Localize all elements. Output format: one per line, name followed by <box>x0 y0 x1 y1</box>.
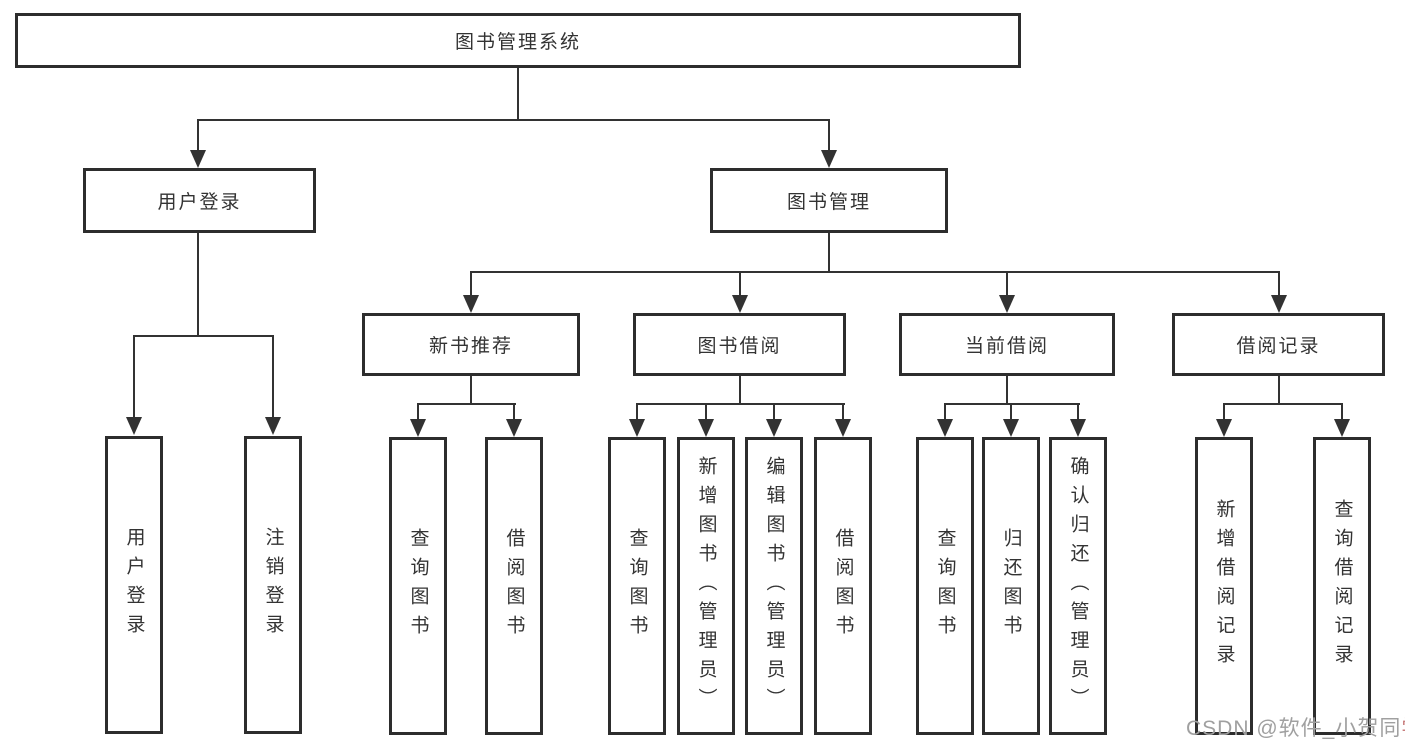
connector-vline <box>1077 403 1079 421</box>
node-new-book-recommend: 新书推荐 <box>362 313 580 376</box>
node-borrow-records: 借阅记录 <box>1172 313 1385 376</box>
connector-hline <box>636 403 845 405</box>
arrowhead-down-icon <box>1334 419 1350 437</box>
leaf-rec-add-record-label: 新增借阅记录 <box>1213 499 1235 673</box>
connector-vline <box>705 403 707 421</box>
node-user-login: 用户登录 <box>83 168 316 233</box>
connector-vline <box>1006 271 1008 297</box>
connector-vline <box>636 403 638 421</box>
leaf-rec-query-record-label: 查询借阅记录 <box>1331 499 1353 673</box>
arrowhead-down-icon <box>1070 419 1086 437</box>
leaf-nbr-borrow-books-label: 借阅图书 <box>503 528 525 644</box>
connector-hline <box>1223 403 1343 405</box>
node-book-borrow-label: 图书借阅 <box>697 336 782 357</box>
watermark: CSDN @软件_小贺同学 <box>1186 712 1405 742</box>
connector-vline <box>739 376 741 405</box>
connector-vline <box>1278 271 1280 297</box>
connector-vline <box>828 233 830 273</box>
arrowhead-down-icon <box>629 419 645 437</box>
arrowhead-down-icon <box>265 417 281 435</box>
node-user-login-label: 用户登录 <box>157 192 242 213</box>
connector-hline <box>417 403 516 405</box>
leaf-rec-query-record: 查询借阅记录 <box>1313 437 1371 735</box>
connector-vline <box>517 68 519 120</box>
leaf-rec-add-record: 新增借阅记录 <box>1195 437 1253 735</box>
node-book-management-label: 图书管理 <box>786 192 871 213</box>
arrowhead-down-icon <box>1271 295 1287 313</box>
watermark-text: CSDN @软件_小贺同 <box>1186 717 1402 740</box>
arrowhead-down-icon <box>999 295 1015 313</box>
leaf-bb-borrow-books-label: 借阅图书 <box>832 528 854 644</box>
arrowhead-down-icon <box>463 295 479 313</box>
connector-vline <box>739 271 741 297</box>
leaf-logout: 注销登录 <box>244 436 302 734</box>
connector-vline <box>470 376 472 405</box>
node-current-borrow: 当前借阅 <box>899 313 1115 376</box>
connector-vline <box>513 403 515 421</box>
connector-vline <box>133 335 135 420</box>
arrowhead-down-icon <box>766 419 782 437</box>
leaf-bb-edit-books-admin: 编辑图书（管理员） <box>745 437 803 735</box>
leaf-cb-return-books: 归还图书 <box>982 437 1040 735</box>
leaf-nbr-query-books-label: 查询图书 <box>407 528 429 644</box>
connector-vline <box>828 119 830 152</box>
leaf-nbr-query-books: 查询图书 <box>389 437 447 735</box>
arrowhead-down-icon <box>835 419 851 437</box>
leaf-bb-borrow-books: 借阅图书 <box>814 437 872 735</box>
connector-vline <box>944 403 946 421</box>
leaf-bb-query-books-label: 查询图书 <box>626 528 648 644</box>
node-new-book-recommend-label: 新书推荐 <box>428 336 513 357</box>
leaf-bb-add-books-admin-label: 新增图书（管理员） <box>695 455 717 717</box>
connector-vline <box>1278 376 1280 405</box>
leaf-logout-label: 注销登录 <box>262 527 284 643</box>
arrowhead-down-icon <box>506 419 522 437</box>
node-root: 图书管理系统 <box>15 13 1021 68</box>
node-book-borrow: 图书借阅 <box>633 313 846 376</box>
connector-vline <box>773 403 775 421</box>
connector-vline <box>1006 376 1008 405</box>
leaf-cb-confirm-return-admin: 确认归还（管理员） <box>1049 437 1107 735</box>
leaf-user-login: 用户登录 <box>105 436 163 734</box>
leaf-bb-query-books: 查询图书 <box>608 437 666 735</box>
arrowhead-down-icon <box>126 417 142 435</box>
connector-vline <box>272 335 274 420</box>
arrowhead-down-icon <box>1003 419 1019 437</box>
leaf-cb-query-books-label: 查询图书 <box>934 528 956 644</box>
leaf-bb-add-books-admin: 新增图书（管理员） <box>677 437 735 735</box>
connector-hline <box>197 119 829 121</box>
arrowhead-down-icon <box>698 419 714 437</box>
leaf-bb-edit-books-admin-label: 编辑图书（管理员） <box>763 455 785 717</box>
node-borrow-records-label: 借阅记录 <box>1236 336 1321 357</box>
node-current-borrow-label: 当前借阅 <box>964 336 1049 357</box>
watermark-accent: 学 <box>1401 717 1405 740</box>
leaf-cb-confirm-return-admin-label: 确认归还（管理员） <box>1067 455 1089 717</box>
leaf-cb-query-books: 查询图书 <box>916 437 974 735</box>
node-root-label: 图书管理系统 <box>454 32 581 53</box>
connector-vline <box>1223 403 1225 421</box>
leaf-nbr-borrow-books: 借阅图书 <box>485 437 543 735</box>
connector-vline <box>842 403 844 421</box>
connector-hline <box>133 335 274 337</box>
connector-vline <box>197 119 199 152</box>
connector-vline <box>1341 403 1343 421</box>
leaf-user-login-label: 用户登录 <box>123 527 145 643</box>
arrowhead-down-icon <box>821 150 837 168</box>
node-book-management: 图书管理 <box>710 168 948 233</box>
arrowhead-down-icon <box>732 295 748 313</box>
connector-vline <box>470 271 472 297</box>
connector-hline <box>470 271 1280 273</box>
connector-hline <box>944 403 1080 405</box>
arrowhead-down-icon <box>410 419 426 437</box>
connector-vline <box>417 403 419 421</box>
connector-vline <box>1010 403 1012 421</box>
connector-vline <box>197 233 199 337</box>
arrowhead-down-icon <box>937 419 953 437</box>
arrowhead-down-icon <box>1216 419 1232 437</box>
leaf-cb-return-books-label: 归还图书 <box>1000 528 1022 644</box>
arrowhead-down-icon <box>190 150 206 168</box>
